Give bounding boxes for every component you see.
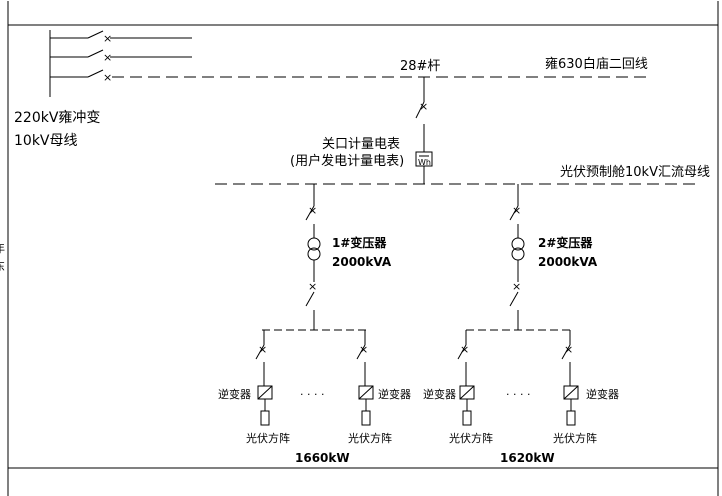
pv-array-label-1: 光伏方阵 <box>246 431 290 445</box>
inverter-feeder-3: × <box>457 330 475 426</box>
inverter-label-2: 逆变器 <box>378 387 411 401</box>
svg-text:×: × <box>512 204 521 217</box>
edge-glyph-a: 年 <box>0 241 5 255</box>
svg-text:×: × <box>258 343 267 356</box>
inverter-feeder-2: × <box>356 330 374 426</box>
meter-label: 关口计量电表 <box>322 137 400 152</box>
svg-text:×: × <box>460 343 469 356</box>
inverter-label-4: 逆变器 <box>586 387 619 401</box>
drawing-frame <box>7 24 719 469</box>
pv-array-label-4: 光伏方阵 <box>553 431 597 445</box>
svg-text:×: × <box>308 204 317 217</box>
ellipsis-1: · · · · <box>300 388 324 401</box>
svg-text:Wh: Wh <box>418 158 431 167</box>
source-bus-label: 10kV母线 <box>14 133 78 149</box>
svg-text:×: × <box>564 343 573 356</box>
pv-array-label-3: 光伏方阵 <box>449 431 493 445</box>
transformer-1-rating: 2000kVA <box>332 255 392 269</box>
inverter-label-1: 逆变器 <box>218 387 251 401</box>
svg-text:×: × <box>103 51 112 64</box>
transformer-branch-2: × × <box>509 184 525 330</box>
edge-glyph-b: 东 <box>0 260 5 273</box>
svg-text:×: × <box>103 71 112 84</box>
source-bus: × × × <box>49 30 192 97</box>
transformer-2-rating: 2000kVA <box>538 255 598 269</box>
transformer-1-name: 1#变压器 <box>332 235 387 250</box>
svg-text:×: × <box>308 280 317 293</box>
meter-sublabel: (用户发电计量电表) <box>290 153 404 169</box>
capacity-2: 1620kW <box>500 451 555 465</box>
ellipsis-2: · · · · <box>506 388 530 401</box>
pv-array-label-2: 光伏方阵 <box>348 431 392 445</box>
collector-bus-label: 光伏预制舱10kV汇流母线 <box>560 165 710 180</box>
source-title: 220kV雍冲变 <box>14 110 100 126</box>
inverter-feeder-1: × <box>255 330 273 426</box>
transformer-2-name: 2#变压器 <box>538 235 593 250</box>
pole-label: 28#杆 <box>400 59 440 74</box>
inverter-label-3: 逆变器 <box>423 387 456 401</box>
svg-text:×: × <box>419 100 428 113</box>
meter-icon: Wh <box>415 151 433 167</box>
svg-text:×: × <box>512 280 521 293</box>
pole-drop: × <box>415 77 428 152</box>
svg-text:×: × <box>359 343 368 356</box>
line-name: 雍630白庙二回线 <box>545 56 648 72</box>
transformer-branch-1: × × <box>305 184 321 330</box>
inverter-feeder-4: × <box>561 330 579 426</box>
capacity-1: 1660kW <box>295 451 350 465</box>
svg-text:×: × <box>103 32 112 45</box>
